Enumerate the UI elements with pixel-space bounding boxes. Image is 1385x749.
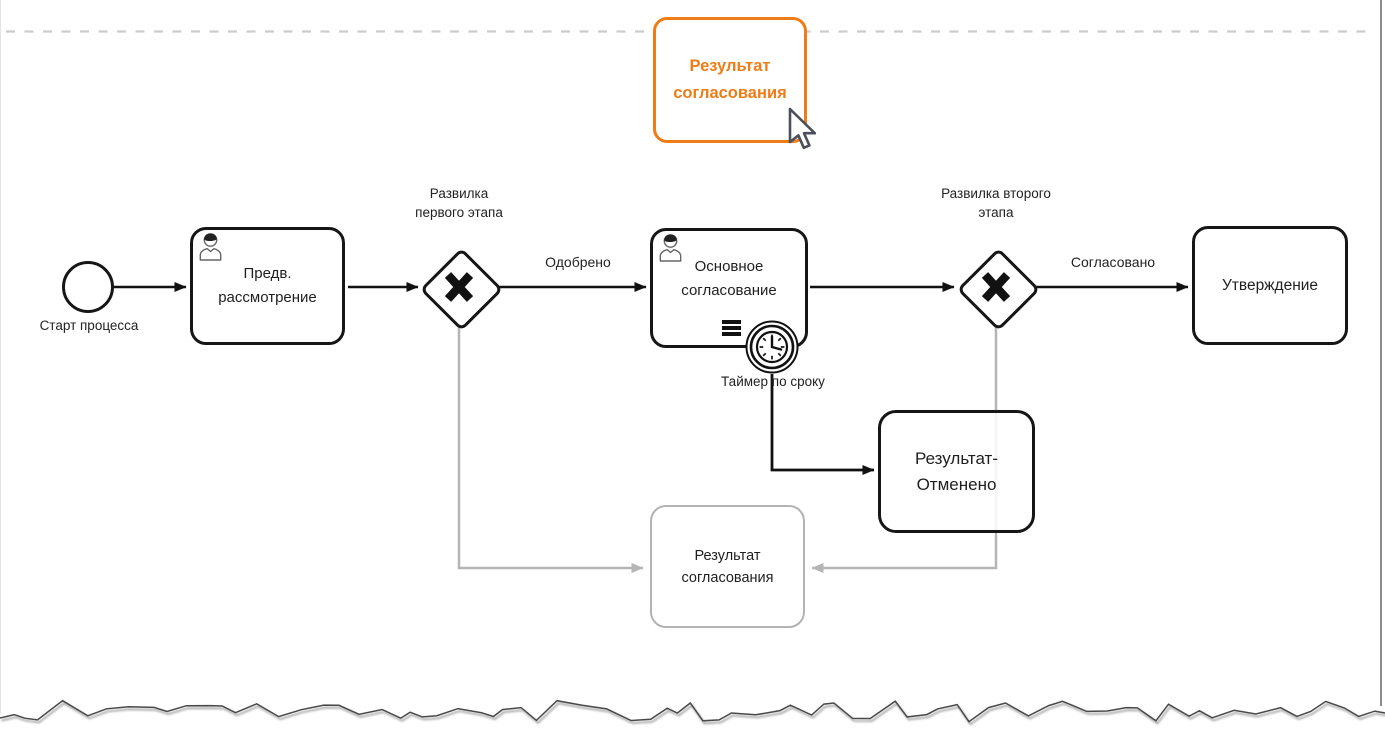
torn-paper-edge: [0, 699, 1385, 723]
task-main-label-line1: Основное: [694, 258, 764, 275]
user-icon: [659, 234, 682, 262]
gateway-second-label-line1: Развилка второго: [941, 186, 1051, 201]
exclusive-gateway-x-icon: [444, 272, 474, 302]
flow-agreed-label: Согласовано: [1070, 254, 1156, 270]
flow-gateway1-to-result-pending: [457, 326, 644, 573]
popup-result-highlight[interactable]: Результат согласования: [653, 17, 807, 143]
flow-timer-to-result-cancelled: [770, 374, 875, 475]
start-event[interactable]: [62, 261, 114, 313]
task-result-cancelled[interactable]: Результат- Отменено: [878, 410, 1035, 533]
task-result-cancelled-line2: Отменено: [916, 474, 997, 494]
flow-approved-label: Одобрено: [545, 254, 611, 270]
task-preliminary[interactable]: Предв. рассмотрение: [190, 227, 345, 345]
gateway-first-label-line1: Развилка: [429, 186, 489, 201]
task-approval-label: Утверждение: [1221, 276, 1319, 294]
task-preliminary-label-line1: Предв.: [243, 265, 292, 282]
flow-gateway2-to-result-pending: [811, 326, 998, 573]
start-event-label: Старт процесса: [39, 318, 139, 333]
timer-clock-icon[interactable]: [744, 319, 800, 375]
task-result-cancelled-line1: Результат-: [915, 448, 998, 468]
task-main-label-line2: согласование: [681, 282, 777, 299]
popup-label-line2: согласования: [673, 84, 787, 102]
task-result-pending-line2: согласования: [681, 569, 774, 586]
gateway-first-label-line2: первого этапа: [415, 205, 503, 220]
task-preliminary-label-line2: рассмотрение: [218, 289, 317, 306]
task-approval[interactable]: Утверждение: [1192, 226, 1348, 345]
user-icon: [199, 233, 222, 261]
timer-event-label: Таймер по сроку: [721, 374, 825, 389]
sequential-multi-instance-icon: [722, 320, 741, 338]
task-result-pending-line1: Результат: [694, 547, 761, 564]
mouse-cursor-icon: [788, 107, 817, 150]
gateway-second-label: Развилка второго этапа: [906, 184, 1086, 222]
popup-label-line1: Результат: [689, 57, 771, 75]
task-result-pending[interactable]: Результат согласования: [650, 505, 805, 628]
gateway-second-label-line2: этапа: [978, 205, 1014, 220]
gateway-first-label: Развилка первого этапа: [379, 184, 539, 222]
exclusive-gateway-x-icon: [981, 272, 1011, 302]
